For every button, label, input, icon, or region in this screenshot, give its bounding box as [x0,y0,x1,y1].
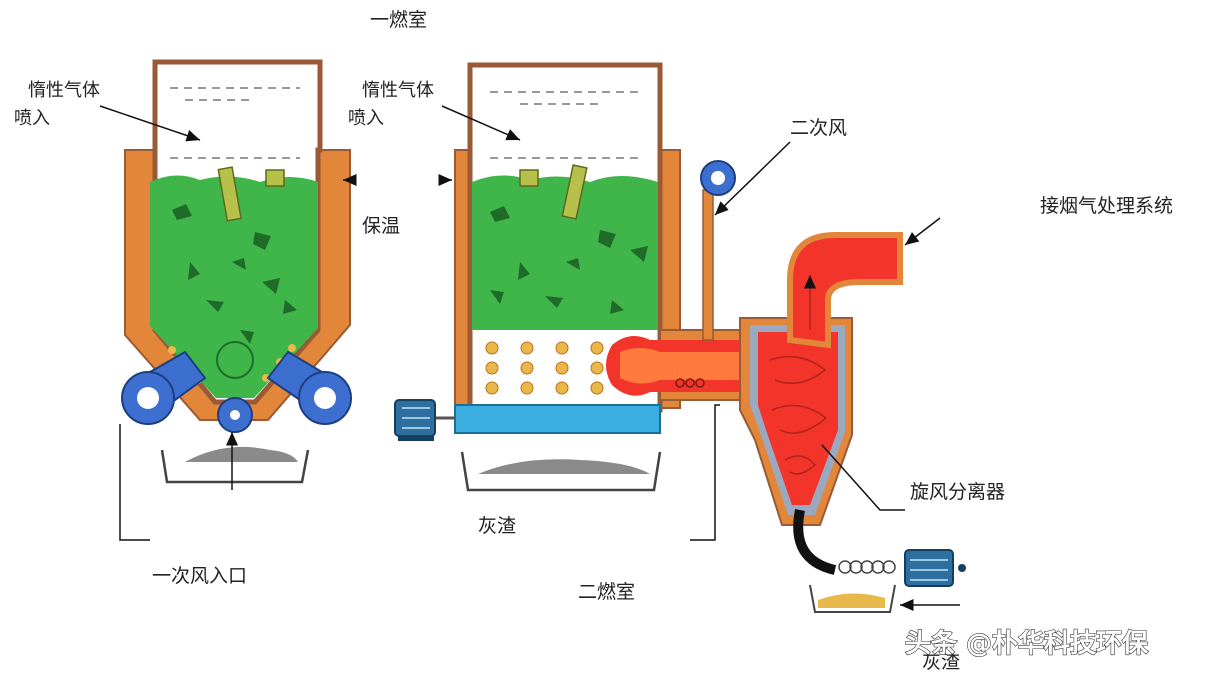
label-ash-right: 灰渣 [922,651,960,673]
label-flue-gas-system: 接烟气处理系统 [1040,195,1173,217]
right-blower-icon [266,350,352,425]
label-insulation: 保温 [362,215,400,237]
label-ash-middle: 灰渣 [478,515,516,537]
primary-chamber [119,59,352,541]
flame-duct-coil [675,378,705,388]
secondary-gas-dashes [490,91,640,159]
secondary-air-pipe [702,189,714,341]
leader-lines [99,105,960,611]
watermark: 头条 @朴华科技环保 [905,628,1149,659]
primary-ash-tray [160,446,310,484]
cyclone-swirl [769,355,828,475]
secondary-debris [490,206,648,314]
label-cyclone: 旋风分离器 [910,481,1005,503]
label-primary-chamber: 一燃室 [370,9,427,31]
secondary-grate [454,404,661,434]
cyclone-separator [739,232,966,613]
secondary-air-blower-icon [700,160,736,196]
secondary-chamber [394,62,681,492]
primary-waste [150,175,318,398]
secondary-gas-nozzle-2 [519,169,539,187]
dust-hose [793,509,837,575]
primary-gas-nozzle-2 [265,169,285,187]
label-inert-gas-right-line1: 惰性气体 [362,80,434,101]
secondary-motor-icon [394,399,436,441]
primary-air-leader [119,424,150,541]
label-secondary-chamber: 二燃室 [578,581,635,603]
secondary-ash-tray [460,451,662,492]
primary-gas-dashes [170,87,300,159]
secondary-gas-nozzle-1 [561,164,588,220]
cyclone-motor-icon [904,549,966,587]
secondary-waste [472,175,658,330]
flame-core [620,348,740,384]
conveyor-spring [838,560,896,574]
primary-gas-nozzle-1 [217,166,242,222]
left-blower-icon [121,350,207,425]
primary-center-ring [216,341,254,379]
exhaust-pipe [787,232,903,349]
label-inert-gas-right-line2: 喷入 [348,108,384,129]
label-inert-gas-left-line1: 惰性气体 [28,80,100,101]
label-inert-gas-left-line2: 喷入 [14,108,50,129]
label-primary-air-inlet: 一次风入口 [152,565,247,587]
primary-debris [172,204,297,344]
primary-bottom-blower-hub [230,410,240,420]
cyclone-ash-tray [809,584,896,613]
label-secondary-air: 二次风 [790,117,847,139]
